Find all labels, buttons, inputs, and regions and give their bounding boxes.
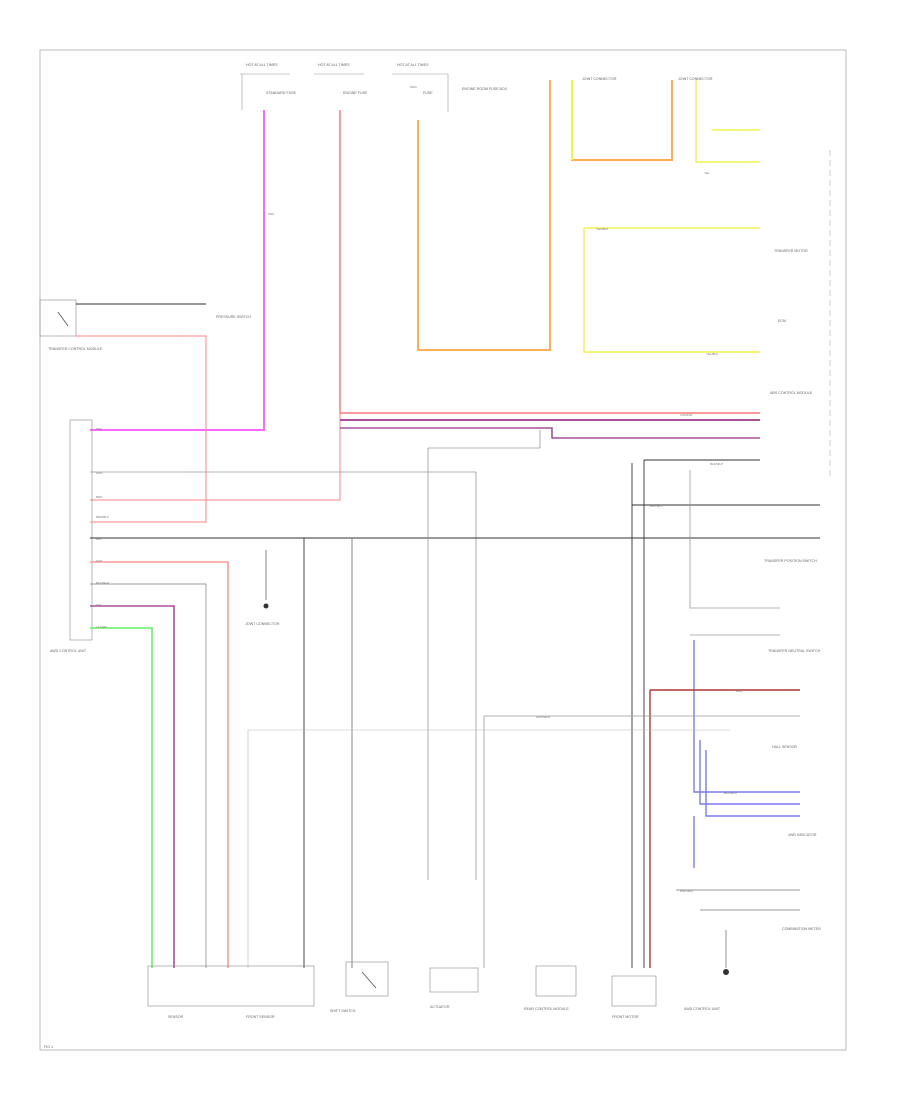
wire-label-wht: WHT [96,471,103,475]
wire-yellow-c [695,80,760,163]
wire-label-brn: BRN [736,689,742,693]
wire-orange-joint [571,80,673,161]
ecm-label: ECM [778,319,786,323]
pressure-sw-label: PRESSURE SWITCH [216,315,251,319]
wire-label-blkwht-3: BLK/WHT [650,504,664,508]
wire-label-grnwht: GRN/WHT [536,715,550,719]
wire-redbrown [649,689,800,968]
tcm-label: TRANSFER CONTROL MODULE [48,347,103,351]
wire-salmon-branch [90,413,341,501]
wire-orange-fuse [417,80,551,351]
wire-label-ltgrn: LT GRN [96,625,107,629]
wire-label-red: RED [96,495,103,499]
relay-box-label: ENGINE ROOM FUSE BOX [462,87,508,91]
neutral-switch-label: TRANSFER NEUTRAL SWITCH [768,649,821,653]
abs-module-label: ABS CONTROL MODULE [770,391,813,395]
pressure-switch: PRESSURE SWITCH [39,299,251,523]
wire-label-yelblk: YEL/BLK [596,227,608,231]
wire-gray-mid2 [247,729,730,968]
ground-dot [263,603,269,609]
fuse-2-name: ENGINE FUSE [343,91,368,95]
wire-blue-2 [699,740,800,817]
joint-a-label: JOINT CONNECTOR [582,77,617,81]
fuse-3-header: HOT AT ALL TIMES [397,63,429,67]
fuse-2-header: HOT AT ALL TIMES [318,63,350,67]
fuse-1-header: HOT AT ALL TIMES [246,63,278,67]
joint-b-label: JOINT CONNECTOR [678,77,713,81]
page-reference: FIG 1 [44,1045,53,1049]
wire-label-redblk: RED/BLK [96,515,109,519]
bottom-module-3: ACTUATOR [429,967,479,1009]
wire-label-vio-2: VIO/WHT [680,413,693,417]
wire-label-yelblk-2: YEL/BLK [706,352,718,356]
wire-salmon-pin [90,561,229,968]
wire-label-bluwht: BLU/WHT [724,791,738,795]
bottom-module-2: SHIFT SWITCH [330,961,389,1013]
bottom-module-1: SENSOR FRONT SENSOR [147,965,315,1019]
wire-gray-bottom-right [676,889,800,968]
joint-connector-left-label: JOINT CONNECTOR [245,622,280,626]
wire-label-wht-blk: WHT/BLK [680,889,693,893]
shift-switch-label: SHIFT SWITCH [330,1009,356,1013]
wire-purple-pin [90,605,175,968]
bottom-module-4: REAR CONTROL MODULE [524,965,577,1011]
wire-black-right-a [631,463,820,968]
actuator-label: ACTUATOR [430,1005,450,1009]
wire-label-blkwht-2: BLK/WHT [710,462,724,466]
wire-label-blk: BLK [96,537,102,541]
wire-label-org: ORG [410,85,418,89]
wire-gray-right [427,430,541,880]
transfer-label: TRANSFER MOTOR [774,249,808,253]
wire-green-pin [90,627,153,968]
wire-black-right-b [643,459,760,968]
bottom-module-5: FRONT MOTOR [611,975,657,1019]
indicator-label: 4WD INDICATOR [788,833,817,837]
wire-label-pnk: PNK [96,427,102,431]
fuse-block-3: HOT AT ALL TIMES FUSE [392,63,449,112]
wire-yellow-b [583,228,760,353]
fuse-1-name: STANDARD FUSE [266,91,297,95]
wire-gray-mid [483,715,800,968]
transfer-position-label: TRANSFER POSITION SWITCH [764,559,817,563]
wire-label-vio: VIO [96,603,102,607]
wire-gray-a [90,471,477,880]
bottom-module-6: AWD CONTROL UNIT [684,969,729,1011]
fuse-block-1: HOT AT ALL TIMES STANDARD FUSE [240,63,297,110]
wire-purple-2 [340,427,760,439]
wire-label-gry: GRY [96,559,102,563]
fuse-block-2: HOT AT ALL TIMES ENGINE FUSE [314,63,368,95]
wire-gray-pin [90,583,207,968]
diagram-border [39,49,847,1051]
wire-pink-main [90,110,265,431]
rear-module-label: REAR CONTROL MODULE [524,1007,569,1011]
wire-pink-label: PNK [268,212,274,216]
awd-bottom-label: AWD CONTROL UNIT [684,1007,721,1011]
combination-meter-label: COMBINATION METER [782,927,821,931]
awd-control-unit: AWD CONTROL UNIT [50,419,93,653]
wire-gray-right2 [689,470,780,636]
wire-yel-label: YEL [704,171,710,175]
awd-module-label: AWD CONTROL UNIT [50,649,87,653]
hall-sensor-label: HALL SENSOR [772,745,797,749]
front-sensor-label: FRONT SENSOR [246,1015,275,1019]
fuse-3-name: FUSE [423,91,433,95]
front-motor-label: FRONT MOTOR [612,1015,639,1019]
sensor-left-label: SENSOR [168,1015,184,1019]
wire-label-blkwht: BLK/WHT [96,581,110,585]
